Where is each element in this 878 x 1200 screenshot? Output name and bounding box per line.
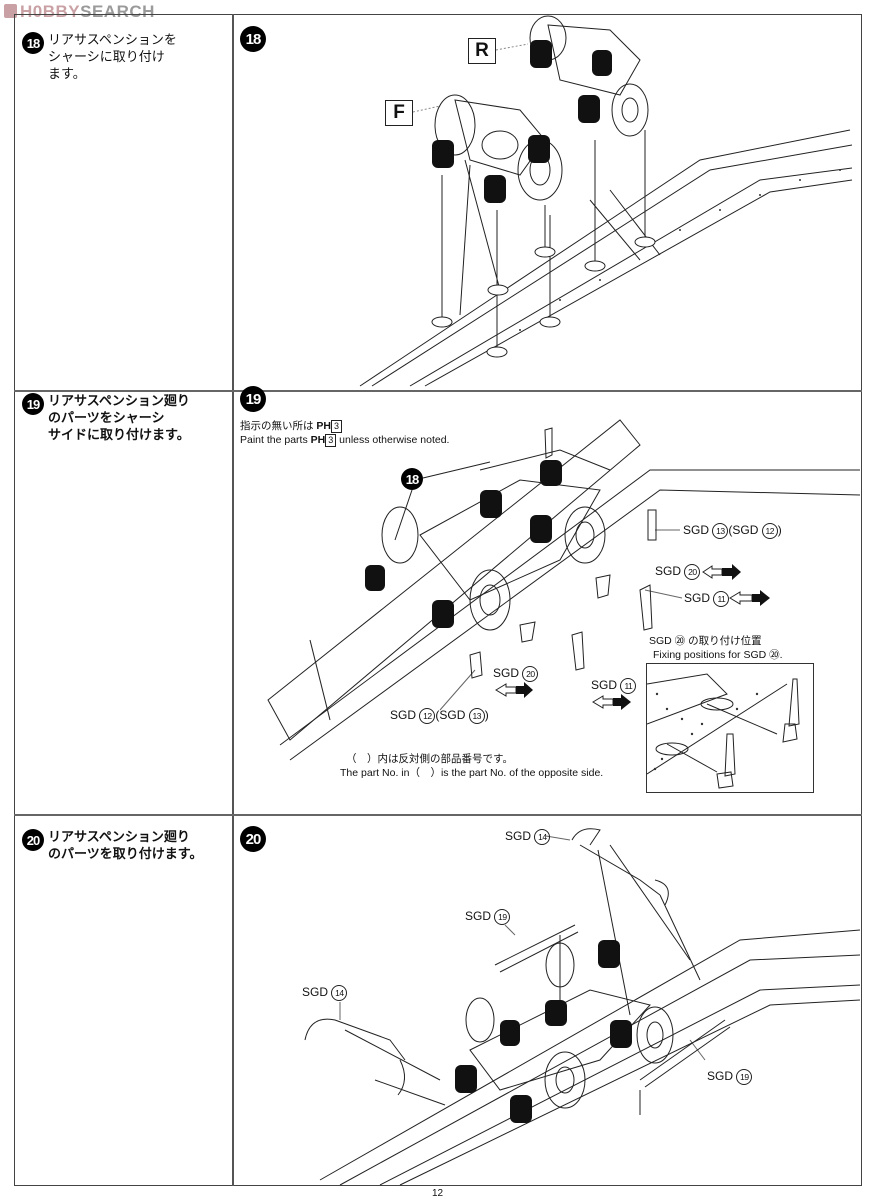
opposite-side-note: （ ）内は反対側の部品番号です。 The part No. in（ ）is th… xyxy=(340,752,603,780)
double-arrow-icon xyxy=(702,564,741,580)
step-20-text: リアサスペンション廻り のパーツを取り付けます。 xyxy=(48,830,203,862)
column-divider xyxy=(232,14,234,1186)
hobby-search-watermark: H0BBYSEARCH xyxy=(4,2,155,22)
step-18-text: リアサスペンションを シャーシに取り付け ます。 xyxy=(48,33,177,82)
inset-caption-ja: SGD ⑳ の取り付け位置 xyxy=(649,635,762,647)
inset-illustration xyxy=(647,673,800,789)
double-arrow-icon xyxy=(495,682,533,698)
callout-sgd-14-left: SGD 14 xyxy=(302,985,348,1001)
diagram-20-number: 20 xyxy=(240,826,266,852)
opposite-side-note-en: The part No. in（ ）is the part No. of the… xyxy=(340,767,604,779)
callout-sgd-19-right: SGD 19 xyxy=(707,1069,753,1085)
paint-code-letter: PH xyxy=(316,420,332,432)
page-number: 12 xyxy=(432,1188,444,1199)
double-arrow-icon xyxy=(729,590,770,606)
opposite-side-note-ja: （ ）内は反対側の部品番号です。 xyxy=(346,753,513,765)
callout-sgd-11-left: SGD 11 xyxy=(591,678,637,694)
callout-sgd-19-top: SGD 19 xyxy=(465,909,511,925)
callout-sgd-20-left: SGD 20 xyxy=(493,666,539,682)
rear-label: R xyxy=(468,38,496,64)
diagram-18-number: 18 xyxy=(240,26,266,52)
row-divider-18-19 xyxy=(14,390,862,392)
front-label: F xyxy=(385,100,413,126)
hobby-search-logo-icon xyxy=(4,4,17,18)
step-20-instruction: 20 リアサスペンション廻り のパーツを取り付けます。 xyxy=(22,829,202,863)
step-number-badge: 19 xyxy=(22,393,44,415)
step-number-badge: 20 xyxy=(22,829,44,851)
step-19-instruction: 19 リアサスペンション廻り のパーツをシャーシ サイドに取り付けます。 xyxy=(22,393,190,444)
step-18-instruction: 18 リアサスペンションを シャーシに取り付け ます。 xyxy=(22,32,177,83)
page-frame xyxy=(14,14,862,1186)
callout-sgd-12-13: SGD 12(SGD 13) xyxy=(390,708,489,724)
diagram-19-number: 19 xyxy=(240,386,266,412)
inset-caption: SGD ⑳ の取り付け位置 Fixing positions for SGD ⑳… xyxy=(649,634,783,662)
callout-sgd-14-top: SGD 14 xyxy=(505,829,551,845)
callout-sgd-20-right: SGD 20 xyxy=(655,564,701,580)
double-arrow-icon xyxy=(592,694,631,710)
callout-sgd-13-12: SGD 13(SGD 12) xyxy=(683,523,782,539)
paint-code-number: 3 xyxy=(331,420,343,433)
step-number-badge: 18 xyxy=(22,32,44,54)
fixing-position-inset xyxy=(646,663,814,793)
row-divider-19-20 xyxy=(14,814,862,816)
sub-step-18-reference: 18 xyxy=(401,468,423,490)
inset-caption-en: Fixing positions for SGD ⑳. xyxy=(653,649,783,661)
step-19-text: リアサスペンション廻り のパーツをシャーシ サイドに取り付けます。 xyxy=(48,394,190,443)
callout-sgd-11-right: SGD 11 xyxy=(684,591,730,607)
